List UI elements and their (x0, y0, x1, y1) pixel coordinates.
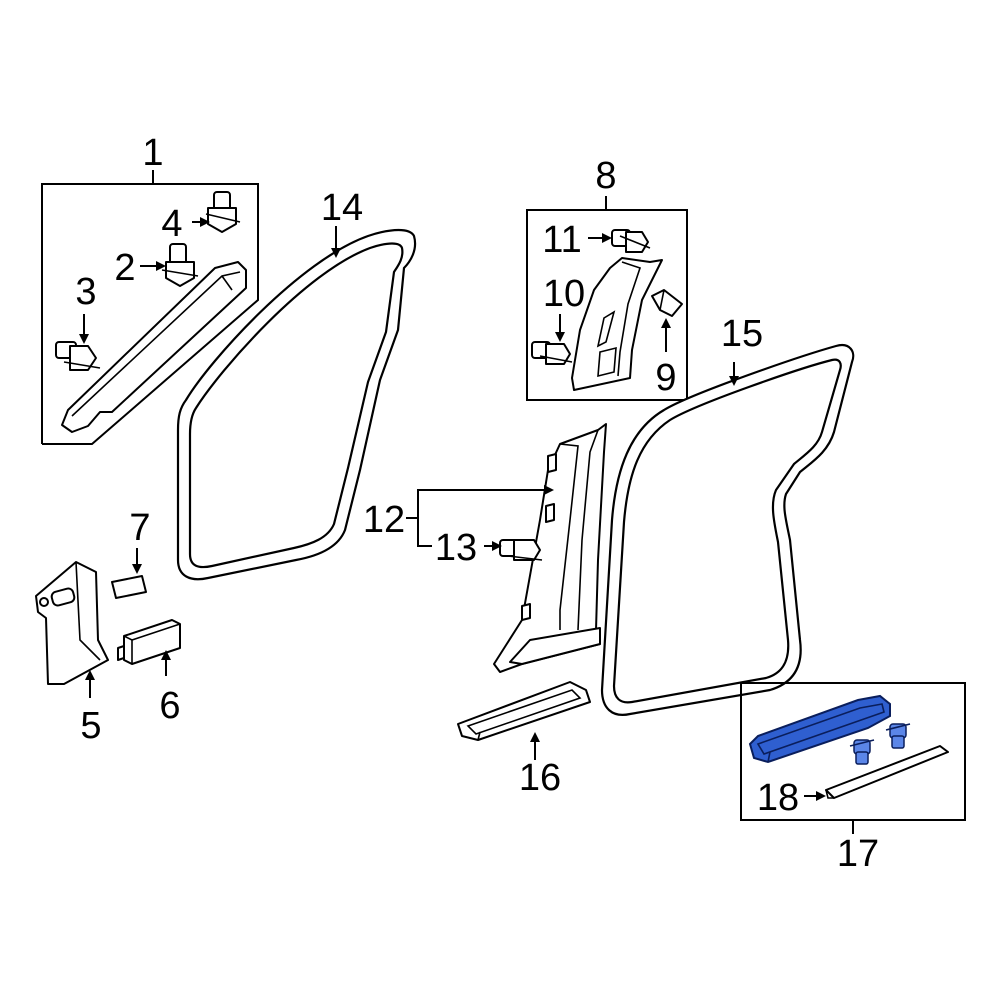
clip-4 (205, 191, 241, 233)
part-group-1 (41, 170, 259, 445)
callout-15-arrowhead (729, 376, 739, 386)
callout-10-arrowhead (555, 332, 565, 342)
callout-16: 16 (519, 757, 561, 799)
front-pillar-trim (61, 261, 247, 433)
bolt-13 (499, 539, 543, 561)
clip-9 (651, 289, 683, 317)
callout-14: 14 (321, 187, 363, 229)
callout-11: 11 (542, 219, 581, 261)
callout-15: 15 (721, 313, 763, 355)
callout-10: 10 (543, 273, 585, 315)
callout-18-arrowhead (816, 791, 826, 801)
label-7 (111, 548, 147, 599)
callout-9: 9 (655, 357, 676, 399)
callout-5-arrowhead (85, 670, 95, 680)
scuff-plate-16 (457, 681, 591, 760)
callout-8: 8 (595, 155, 616, 197)
kick-panel-5 (35, 561, 109, 698)
part-group-8 (526, 196, 688, 401)
front-door-weatherstrip-14 (176, 226, 417, 581)
cover-6 (117, 619, 181, 676)
rear-scuff-plate-highlighted (748, 694, 891, 764)
callout-5: 5 (80, 705, 101, 747)
callout-7-arrowhead (132, 564, 142, 574)
callout-11-arrowhead (602, 233, 612, 243)
callout-18: 18 (757, 777, 799, 819)
callout-13: 13 (435, 527, 477, 569)
rear-scuff-clip-a (849, 739, 875, 765)
callout-12: 12 (363, 499, 405, 541)
callout-3: 3 (75, 271, 96, 313)
callout-2: 2 (114, 247, 135, 289)
part-group-17 (740, 682, 966, 834)
callout-4-arrowhead (200, 217, 210, 227)
rear-scuff-clip-b (885, 723, 911, 749)
group-1-box (41, 183, 259, 445)
callout-4: 4 (161, 203, 182, 245)
callout-12-arrowhead (544, 485, 554, 495)
callout-7: 7 (129, 507, 150, 549)
callout-2-arrowhead (156, 261, 166, 271)
callout-1: 1 (142, 132, 163, 174)
callout-6-arrowhead (161, 650, 171, 660)
clip-3 (55, 341, 101, 371)
callout-17: 17 (837, 833, 879, 875)
callout-14-arrowhead (331, 248, 341, 258)
bolt-11 (611, 229, 651, 253)
clip-2 (161, 243, 199, 287)
callout-16-arrowhead (530, 732, 540, 742)
callout-13-arrowhead (492, 541, 502, 551)
rear-door-weatherstrip-15 (600, 344, 855, 716)
callout-3-arrowhead (79, 334, 89, 344)
callout-9-arrowhead (661, 318, 671, 328)
callout-6: 6 (159, 685, 180, 727)
tape-strip-18 (825, 745, 949, 799)
bolt-10 (531, 341, 573, 365)
upper-pillar-trim (571, 257, 663, 391)
